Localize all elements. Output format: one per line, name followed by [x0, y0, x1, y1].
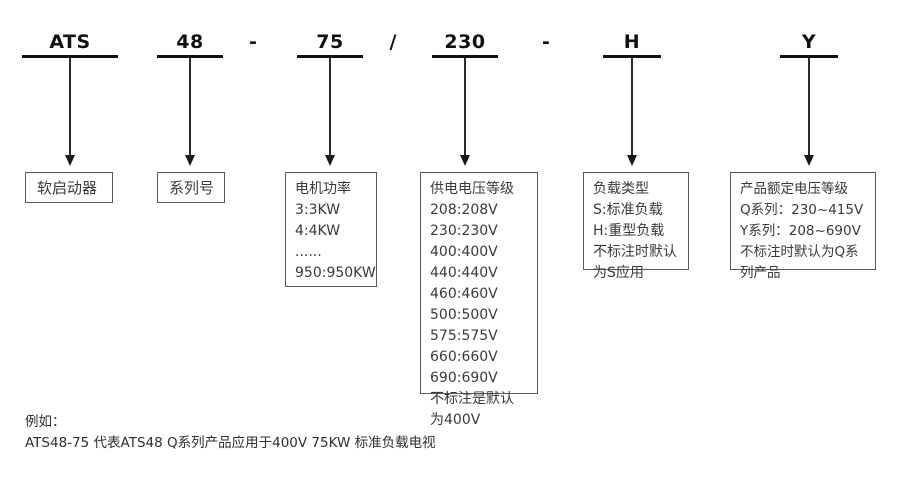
box-line: 负载类型	[593, 181, 649, 197]
box-line: ......	[295, 244, 322, 260]
box-line: 供电电压等级	[430, 181, 514, 197]
box-line: 440:440V	[430, 265, 498, 281]
arrow-head	[185, 155, 195, 166]
code-segment-prefix-text: ATS	[49, 31, 91, 53]
connector-arrow-soft-starter	[64, 58, 76, 166]
box-line: 660:660V	[430, 349, 498, 365]
arrow-shaft	[69, 58, 71, 155]
box-line: 230:230V	[430, 223, 498, 239]
box-line: 460:460V	[430, 286, 498, 302]
box-line: 400:400V	[430, 244, 498, 260]
box-line: 为400V	[430, 412, 481, 428]
code-segment-supply-voltage: 230	[432, 30, 498, 58]
box-line: H:重型负载	[593, 223, 665, 239]
connector-arrow-motor-power	[324, 58, 336, 166]
code-segment-supply-voltage-text: 230	[444, 31, 486, 53]
arrow-shaft	[464, 58, 466, 155]
code-segment-load-type: H	[603, 30, 661, 58]
code-segment-motor-power-text: 75	[316, 31, 344, 53]
arrow-head	[65, 155, 75, 166]
code-segment-series: 48	[157, 30, 223, 58]
box-line: Y系列：208~690V	[740, 223, 861, 239]
description-box-load-type: 负载类型 S:标准负载 H:重型负载 不标注时默认 为S应用	[583, 172, 689, 281]
connector-arrow-rated-voltage	[803, 58, 815, 166]
arrow-shaft	[631, 58, 633, 155]
box-line: Q系列：230~415V	[740, 202, 864, 218]
box-line: 列产品	[740, 265, 781, 281]
box-line: 690:690V	[430, 370, 498, 386]
connector-arrow-series-number	[184, 58, 196, 166]
box-line: 575:575V	[430, 328, 498, 344]
box-line: 950:950KW	[295, 265, 376, 281]
description-box-series-number: 系列号	[157, 172, 225, 203]
description-box-product-rated-voltage-level: 产品额定电压等级 Q系列：230~415V Y系列：208~690V 不标注时默…	[730, 172, 876, 281]
arrow-head	[627, 155, 637, 166]
code-segment-rated-voltage: Y	[780, 30, 838, 58]
code-segment-motor-power-underline	[297, 55, 363, 58]
box-line: S:标准负载	[593, 202, 663, 218]
box-line: 4:4KW	[295, 223, 341, 239]
code-segment-rated-voltage-underline	[780, 55, 838, 58]
separator-dash-1: -	[249, 31, 257, 53]
code-segment-motor-power: 75	[297, 30, 363, 58]
box-line: 软启动器	[37, 179, 98, 197]
description-box-motor-power: 电机功率 3:3KW 4:4KW ...... 950:950KW	[285, 172, 377, 287]
code-segment-load-type-text: H	[623, 31, 641, 53]
box-line: 为S应用	[593, 265, 644, 281]
connector-arrow-supply-voltage	[459, 58, 471, 166]
box-line: 3:3KW	[295, 202, 341, 218]
code-segment-load-type-underline	[603, 55, 661, 58]
footnote-example: ATS48-75 代表ATS48 Q系列产品应用于400V 75KW 标准负载电…	[25, 435, 436, 451]
code-segment-prefix-underline	[22, 55, 118, 58]
arrow-shaft	[189, 58, 191, 155]
arrow-shaft	[329, 58, 331, 155]
footnote-label: 例如：	[25, 414, 66, 430]
box-line: 电机功率	[295, 181, 351, 197]
box-line: 产品额定电压等级	[740, 181, 848, 197]
code-segment-supply-voltage-underline	[432, 55, 498, 58]
connector-arrow-load-type	[626, 58, 638, 166]
arrow-shaft	[808, 58, 810, 155]
box-line: 系列号	[169, 179, 215, 197]
box-line: 不标注时默认	[593, 244, 677, 260]
box-line: 不标注是默认	[430, 391, 514, 407]
code-segment-rated-voltage-text: Y	[801, 31, 817, 53]
arrow-head	[804, 155, 814, 166]
code-segment-prefix: ATS	[22, 30, 118, 58]
separator-slash-1: /	[389, 31, 397, 53]
code-segment-series-underline	[157, 55, 223, 58]
description-box-supply-voltage-level: 供电电压等级 208:208V 230:230V 400:400V 440:44…	[420, 172, 538, 428]
arrow-head	[325, 155, 335, 166]
description-box-soft-starter: 软启动器	[25, 172, 113, 203]
box-line: 500:500V	[430, 307, 498, 323]
box-line: 208:208V	[430, 202, 498, 218]
code-segment-series-text: 48	[176, 31, 204, 53]
separator-dash-2: -	[542, 31, 550, 53]
arrow-head	[460, 155, 470, 166]
box-line: 不标注时默认为Q系	[740, 244, 859, 260]
